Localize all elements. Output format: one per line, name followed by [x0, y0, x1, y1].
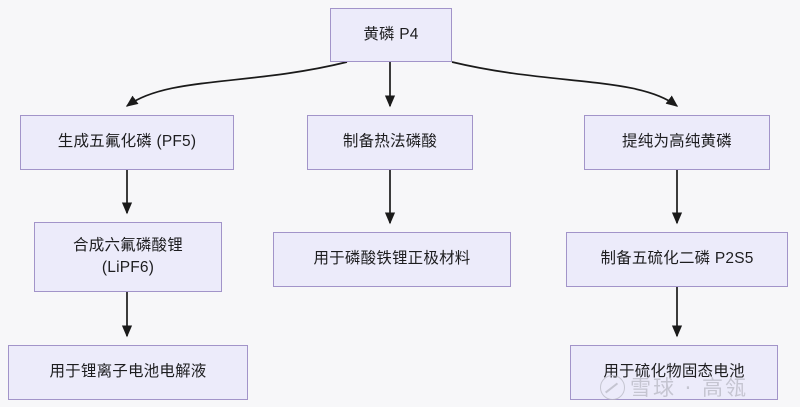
- edge-p4-to-purify: [451, 61, 679, 107]
- node-label: 合成六氟磷酸锂 (LiPF6): [73, 236, 183, 276]
- node-sulfide-solid-state-battery[interactable]: 用于硫化物固态电池: [570, 345, 778, 400]
- node-yellow-phosphorus-p4[interactable]: 黄磷 P4: [330, 8, 452, 62]
- node-label: 提纯为高纯黄磷: [622, 133, 732, 151]
- node-label: 生成五氟化磷 (PF5): [57, 133, 197, 151]
- node-produce-pf5[interactable]: 生成五氟化磷 (PF5): [20, 115, 234, 170]
- node-lithium-ion-electrolyte[interactable]: 用于锂离子电池电解液: [8, 345, 248, 400]
- node-label: 用于磷酸铁锂正极材料: [313, 250, 471, 268]
- node-label: 用于硫化物固态电池: [603, 363, 745, 381]
- node-thermal-phosphoric-acid[interactable]: 制备热法磷酸: [307, 115, 473, 170]
- node-label: 黄磷 P4: [363, 25, 419, 43]
- node-purify-high-purity-phosphorus[interactable]: 提纯为高纯黄磷: [584, 115, 770, 170]
- node-synthesize-lipf6[interactable]: 合成六氟磷酸锂 (LiPF6): [34, 222, 222, 292]
- node-label: 制备热法磷酸: [342, 133, 438, 151]
- node-produce-p2s5[interactable]: 制备五硫化二磷 P2S5: [566, 232, 788, 287]
- node-label: 用于锂离子电池电解液: [49, 363, 207, 381]
- node-lfp-cathode-material[interactable]: 用于磷酸铁锂正极材料: [273, 232, 511, 287]
- node-label: 制备五硫化二磷 P2S5: [600, 250, 754, 268]
- edge-p4-to-pf5: [125, 61, 348, 107]
